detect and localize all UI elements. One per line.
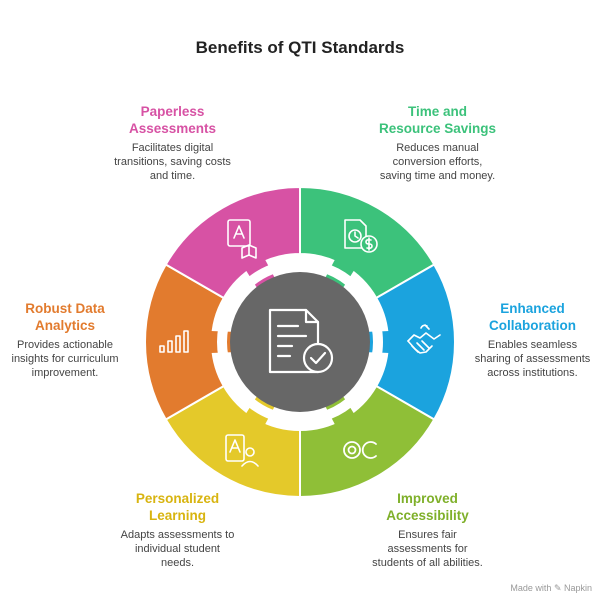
label-paperless-title: Paperless Assessments — [128, 104, 217, 136]
label-time: Time and Resource Savings Reduces manual… — [350, 103, 525, 183]
label-accessibility-title: Improved Accessibility — [386, 491, 469, 523]
label-accessibility: Improved Accessibility Ensures fair asse… — [340, 490, 515, 570]
clock-money-icon — [344, 219, 378, 253]
label-paperless: Paperless Assessments Facilitates digita… — [90, 103, 255, 183]
label-paperless-desc: Facilitates digital transitions, saving … — [114, 142, 231, 182]
label-personalized: Personalized Learning Adapts assessments… — [95, 490, 260, 570]
center-circle — [230, 272, 370, 412]
closed-captions-icon — [343, 441, 377, 459]
page-title: Benefits of QTI Standards — [195, 38, 405, 57]
bar-chart-icon — [159, 330, 189, 353]
label-accessibility-desc: Ensures fair assessments for students of… — [372, 529, 483, 569]
document-check-icon — [268, 308, 334, 374]
label-analytics-title: Robust Data Analytics — [25, 301, 105, 333]
label-collaboration: Enhanced Collaboration Enables seamless … — [465, 300, 600, 380]
label-time-title: Time and Resource Savings — [378, 104, 497, 136]
footer-credit: Made with ✎ Napkin — [510, 583, 592, 593]
label-personalized-title: Personalized Learning — [135, 491, 220, 523]
document-book-icon — [227, 219, 257, 259]
label-collaboration-desc: Enables seamless sharing of assessments … — [474, 339, 591, 379]
label-time-desc: Reduces manual conversion efforts, savin… — [379, 142, 496, 182]
document-person-icon — [225, 434, 259, 467]
handshake-icon — [407, 324, 441, 354]
label-personalized-desc: Adapts assessments to individual student… — [120, 529, 235, 569]
segment-paperless — [164, 185, 301, 300]
label-analytics-desc: Provides actionable insights for curricu… — [11, 339, 119, 379]
label-collaboration-title: Enhanced Collaboration — [489, 301, 576, 333]
gap-ring — [217, 259, 383, 425]
label-analytics: Robust Data Analytics Provides actionabl… — [0, 300, 130, 380]
